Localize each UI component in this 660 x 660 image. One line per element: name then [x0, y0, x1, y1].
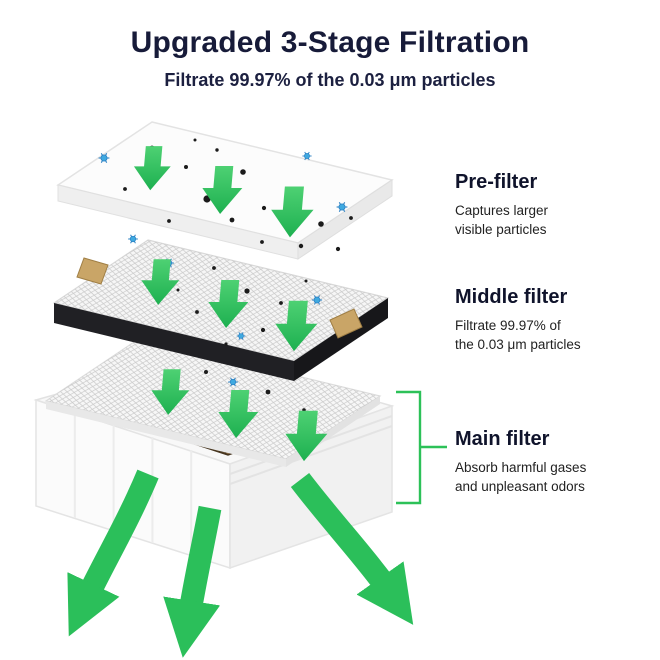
callout-desc-pre-filter: Captures larger visible particles	[455, 203, 549, 238]
callout-desc-middle-filter: Filtrate 99.97% of the 0.03 μm particles	[455, 318, 581, 353]
callout-pre-filter: Pre-filter Captures larger visible parti…	[455, 171, 645, 239]
callout-middle-filter: Middle filter Filtrate 99.97% of the 0.0…	[455, 286, 645, 354]
filter-tab	[76, 257, 109, 285]
outflow-arrows	[67, 469, 414, 658]
callout-main-filter: Main filter Absorb harmful gases and unp…	[455, 428, 645, 496]
microbe-icon	[127, 234, 139, 244]
callout-heading-pre-filter: Pre-filter	[455, 171, 538, 193]
outflow-arrow-middle	[163, 505, 222, 658]
page-subtitle: Filtrate 99.97% of the 0.03 μm particles	[164, 70, 496, 90]
callout-desc-main-filter: Absorb harmful gases and unpleasant odor…	[455, 460, 587, 495]
filter-tab	[329, 308, 363, 339]
outflow-arrow-right	[290, 473, 414, 625]
callout-heading-main-filter: Main filter	[455, 428, 550, 450]
page-title: Upgraded 3-Stage Filtration	[130, 26, 530, 59]
callout-heading-middle-filter: Middle filter	[455, 286, 568, 308]
outflow-arrow-left	[67, 469, 159, 637]
particles-on-middle-filter	[163, 258, 323, 346]
main-filter-bracket	[396, 390, 447, 505]
